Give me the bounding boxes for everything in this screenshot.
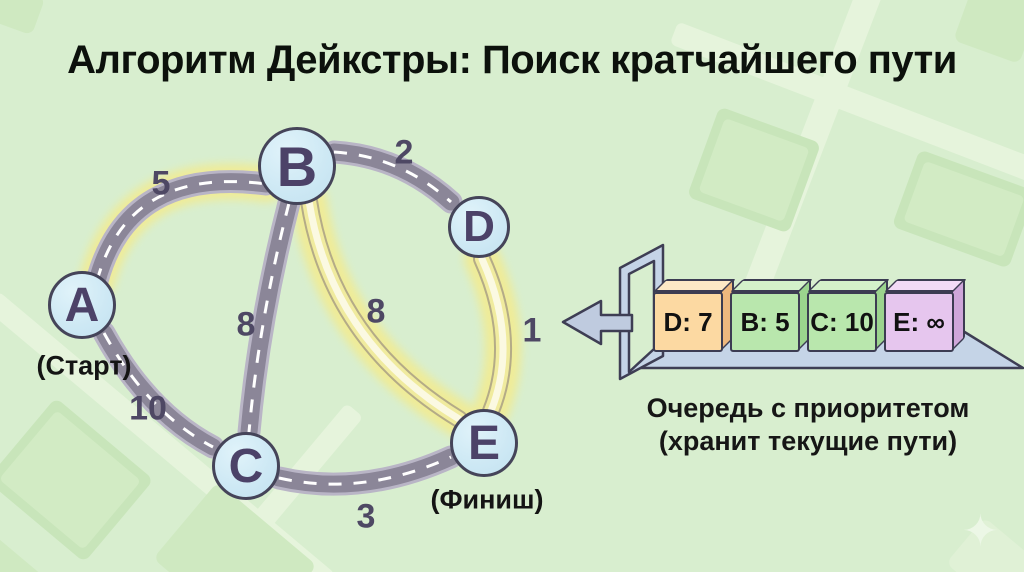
queue-item-e-label: E: ∞ <box>884 292 954 352</box>
queue-item-b: B: 5 <box>730 278 818 357</box>
graph-node-e: E <box>450 409 518 477</box>
queue-item-d-label: D: 7 <box>653 292 723 352</box>
edge-b-c-road <box>237 191 301 444</box>
graph-node-a: A <box>48 271 116 339</box>
queue-item-d: D: 7 <box>653 278 741 357</box>
node-b-letter: B <box>276 134 318 198</box>
edge-c-e-road <box>267 445 463 496</box>
queue-item-e: E: ∞ <box>884 278 972 357</box>
edge-b-d-road <box>322 140 463 214</box>
edge-weight-a-c: 10 <box>129 389 167 428</box>
queue-item-c-label: C: 10 <box>807 292 877 352</box>
edge-weight-a-b: 5 <box>151 164 171 203</box>
queue-caption: Очередь с приоритетом (хранит текущие пу… <box>647 392 970 458</box>
graph-node-c: C <box>212 432 280 500</box>
dequeue-arrow-icon <box>561 299 634 346</box>
edge-a-c-road <box>92 321 225 459</box>
edge-d-e-path <box>473 250 512 420</box>
edge-a-b-road <box>85 170 278 293</box>
queue-caption-line1: Очередь с приоритетом <box>646 393 970 423</box>
graph-node-b: B <box>258 127 336 205</box>
queue-item-b-label: B: 5 <box>730 292 800 352</box>
sparkle-icon: ✦ <box>962 507 999 556</box>
node-c-letter: C <box>228 439 264 493</box>
queue-gate-opening <box>627 259 656 374</box>
node-d-letter: D <box>463 202 495 251</box>
edge-weight-b-d: 2 <box>394 133 414 172</box>
gray-roads <box>85 140 463 496</box>
queue-caption-line2: (хранит текущие пути) <box>658 426 958 456</box>
edge-b-e-path <box>300 192 468 428</box>
highlighted-paths <box>300 192 512 428</box>
edge-weight-d-e: 1 <box>522 311 542 350</box>
finish-label: (Финиш) <box>430 484 544 515</box>
edge-weight-b-c: 8 <box>236 305 256 344</box>
node-a-letter: A <box>64 278 100 332</box>
queue-item-c: C: 10 <box>807 278 895 357</box>
page-title: Алгоритм Дейкстры: Поиск кратчайшего пут… <box>67 38 957 82</box>
edge-weight-c-e: 3 <box>356 497 376 536</box>
node-e-letter: E <box>467 416 500 470</box>
start-label: (Старт) <box>36 350 132 381</box>
graph-node-d: D <box>448 196 510 258</box>
edge-weight-b-e: 8 <box>366 292 386 331</box>
